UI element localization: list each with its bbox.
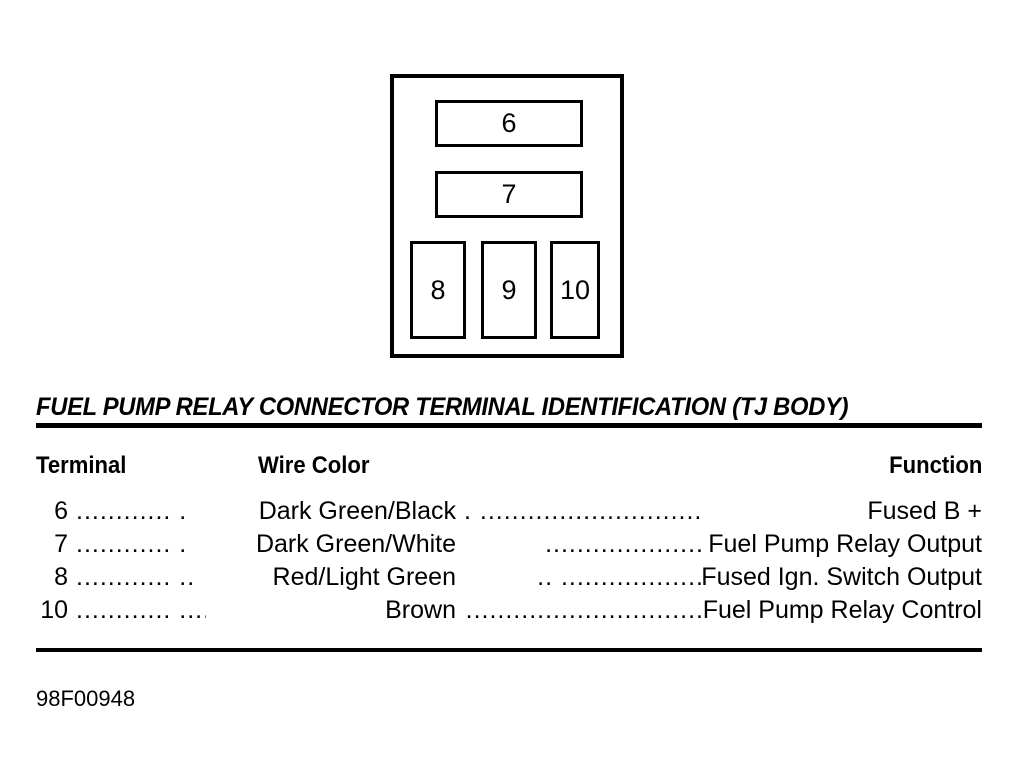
- table-row: 8 ............ .. Red/Light Green .. ...…: [36, 563, 982, 596]
- terminal-table-header: Terminal Wire Color Function: [36, 452, 982, 482]
- dot-leader-left: ............ .: [76, 497, 188, 525]
- dot-leader-right: ..............................: [465, 596, 704, 624]
- cell-function: Fused Ign. Switch Output: [701, 563, 982, 591]
- connector-terminal-cell-6: 6: [435, 100, 583, 147]
- dot-leader-left: ............ ..........: [76, 596, 206, 624]
- figure-title: FUEL PUMP RELAY CONNECTOR TERMINAL IDENT…: [36, 393, 849, 421]
- table-row: 6 ............ . Dark Green/Black . ....…: [36, 497, 982, 530]
- dot-leader-right: . ......................................…: [464, 497, 704, 525]
- terminal-table-body: 6 ............ . Dark Green/Black . ....…: [36, 497, 982, 629]
- column-header-function: Function: [888, 452, 982, 479]
- table-row: 7 ............ . Dark Green/White ......…: [36, 530, 982, 563]
- column-header-wire-color: Wire Color: [258, 452, 370, 479]
- dot-leader-right: .. ..................: [537, 563, 704, 591]
- title-divider-rule: [36, 423, 982, 428]
- dot-leader-left: ............ .: [76, 530, 188, 558]
- cell-terminal: 7: [54, 530, 68, 558]
- cell-function: Fused B +: [867, 497, 982, 525]
- cell-terminal: 6: [54, 497, 68, 525]
- connector-terminal-cell-9: 9: [481, 241, 537, 339]
- dot-leader-left: ............ ..: [76, 563, 196, 591]
- cell-wire-color: Dark Green/Black: [258, 497, 456, 525]
- connector-terminal-cell-8: 8: [410, 241, 466, 339]
- table-row: 10 ............ .......... Brown .......…: [36, 596, 982, 629]
- cell-function: Fuel Pump Relay Output: [708, 530, 982, 558]
- table-bottom-rule: [36, 648, 982, 652]
- cell-wire-color: Brown: [385, 596, 456, 624]
- cell-wire-color: Dark Green/White: [255, 530, 456, 558]
- cell-terminal: 10: [40, 596, 68, 624]
- cell-wire-color: Red/Light Green: [272, 563, 456, 591]
- cell-function: Fuel Pump Relay Control: [702, 596, 982, 624]
- column-header-terminal: Terminal: [36, 452, 127, 479]
- connector-terminal-cell-10: 10: [550, 241, 600, 339]
- connector-terminal-cell-7: 7: [435, 171, 583, 218]
- fuel-pump-relay-connector-illustration: 6 7 8 9 10: [390, 74, 624, 358]
- cell-terminal: 8: [54, 563, 68, 591]
- figure-id-caption: 98F00948: [36, 686, 136, 711]
- dot-leader-right: ....................: [545, 530, 704, 558]
